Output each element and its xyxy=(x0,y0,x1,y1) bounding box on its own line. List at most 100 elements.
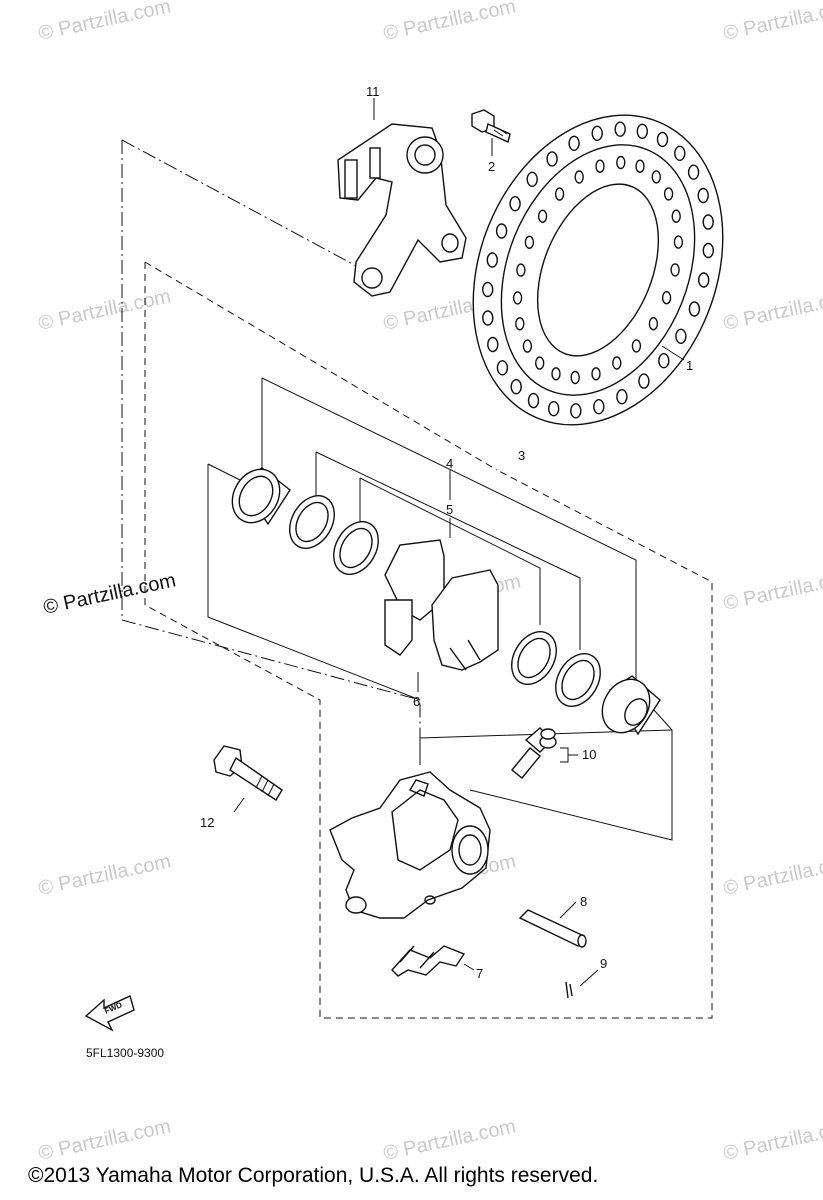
disc-hole xyxy=(698,272,710,288)
disc-hole xyxy=(702,242,714,259)
disc-hole xyxy=(496,360,509,376)
callout-2: 2 xyxy=(488,159,495,174)
caliper-bracket-part[interactable] xyxy=(337,123,467,297)
disc-hole xyxy=(697,187,709,204)
dust-seal-right-part[interactable] xyxy=(547,646,610,714)
disc-hole xyxy=(591,367,601,381)
disc-hole xyxy=(486,252,498,268)
disc-hole xyxy=(515,317,525,331)
disc-hole xyxy=(661,291,672,305)
disc-hole xyxy=(516,263,526,277)
disc-hole xyxy=(591,125,603,142)
watermark: © Partzilla.com xyxy=(721,850,823,900)
disc-hole xyxy=(658,353,670,369)
brake-pad-part[interactable] xyxy=(384,539,499,671)
disc-hole xyxy=(593,399,605,415)
disc-hole xyxy=(546,151,558,167)
watermark: © Partzilla.com xyxy=(381,1115,517,1165)
pad-pin-part[interactable] xyxy=(518,909,587,948)
disc-hole xyxy=(638,373,650,389)
piston-part[interactable] xyxy=(223,461,291,531)
callout-leaders xyxy=(233,98,685,987)
disc-hole xyxy=(688,301,701,317)
disc-hole xyxy=(675,328,687,344)
disc-hole xyxy=(524,235,535,250)
watermark-main: © Partzilla.com xyxy=(41,569,177,619)
disc-hole xyxy=(510,379,522,395)
watermark: © Partzilla.com xyxy=(721,285,823,335)
callout-10: 10 xyxy=(582,747,596,762)
watermark: © Partzilla.com xyxy=(36,850,172,900)
watermark: © Partzilla.com xyxy=(381,0,517,45)
piston-seal-right-part[interactable] xyxy=(503,624,566,692)
disc-hole xyxy=(487,336,499,353)
disc-hole xyxy=(673,235,684,249)
disc-hole xyxy=(671,209,681,223)
callout-11: 11 xyxy=(366,84,380,99)
callout-8: 8 xyxy=(580,894,587,909)
dust-seal-part[interactable] xyxy=(325,514,388,582)
disc-hole xyxy=(616,155,626,170)
disc-hole xyxy=(537,209,548,224)
disc-hole xyxy=(574,170,584,184)
disc-hole xyxy=(595,159,605,173)
disc-hole xyxy=(526,171,538,188)
disc-hole xyxy=(495,223,508,239)
disc-hole xyxy=(509,195,521,212)
disc-hole xyxy=(548,401,560,417)
caliper-bolt-part[interactable] xyxy=(213,745,283,801)
disc-hole xyxy=(568,135,580,152)
piston-seal-part[interactable] xyxy=(281,488,344,556)
disc-hole xyxy=(631,339,642,353)
disc-bolt-part[interactable] xyxy=(471,109,511,143)
disc-hole xyxy=(570,403,582,419)
callout-9: 9 xyxy=(600,956,607,971)
callout-4: 4 xyxy=(446,456,453,471)
watermark: © Partzilla.com xyxy=(36,285,172,335)
disc-hole xyxy=(512,291,523,305)
disc-hole xyxy=(663,187,674,201)
disc-hole xyxy=(535,356,545,370)
disc-hole xyxy=(674,145,686,162)
watermark: © Partzilla.com xyxy=(36,1115,172,1165)
watermark: © Partzilla.com xyxy=(721,565,823,615)
disc-hole xyxy=(656,131,669,148)
watermark: © Partzilla.com xyxy=(36,0,172,45)
callout-12: 12 xyxy=(200,815,214,830)
clip-part[interactable] xyxy=(565,981,573,999)
bleed-screw-part[interactable] xyxy=(511,727,557,779)
pad-spring-part[interactable] xyxy=(391,945,466,977)
disc-hole xyxy=(612,356,622,370)
disc-hole xyxy=(651,170,661,184)
assembly-outlines xyxy=(121,139,713,1019)
disc-hole xyxy=(551,367,561,381)
callout-5: 5 xyxy=(446,502,453,517)
watermark: © Partzilla.com xyxy=(721,0,823,45)
disc-hole xyxy=(636,123,648,140)
disc-hole xyxy=(635,159,645,173)
disc-hole xyxy=(522,339,533,353)
disc-hole xyxy=(554,187,565,201)
disc-hole xyxy=(482,310,494,326)
callout-6: 6 xyxy=(413,694,420,709)
fwd-arrow-icon: FWD xyxy=(84,995,135,1032)
copyright-notice: ©2013 Yamaha Motor Corporation, U.S.A. A… xyxy=(28,1164,599,1187)
disc-hole xyxy=(670,263,680,277)
disc-hole xyxy=(570,370,580,385)
callout-3: 3 xyxy=(518,448,525,463)
brake-disc-part[interactable] xyxy=(429,77,768,462)
disc-hole xyxy=(614,121,626,137)
piston-right-part[interactable] xyxy=(593,671,661,741)
caliper-body-part[interactable] xyxy=(329,771,491,919)
callout-1: 1 xyxy=(686,358,693,373)
disc-hole xyxy=(702,214,714,230)
disc-hole xyxy=(687,164,700,180)
disc-hole xyxy=(648,317,659,331)
disc-hole xyxy=(527,392,540,409)
watermark: © Partzilla.com xyxy=(721,1115,823,1165)
disc-hole xyxy=(616,389,628,405)
disc-hole xyxy=(482,281,494,298)
diagram-code: 5FL1300-9300 xyxy=(86,1046,164,1060)
callout-7: 7 xyxy=(476,966,483,981)
